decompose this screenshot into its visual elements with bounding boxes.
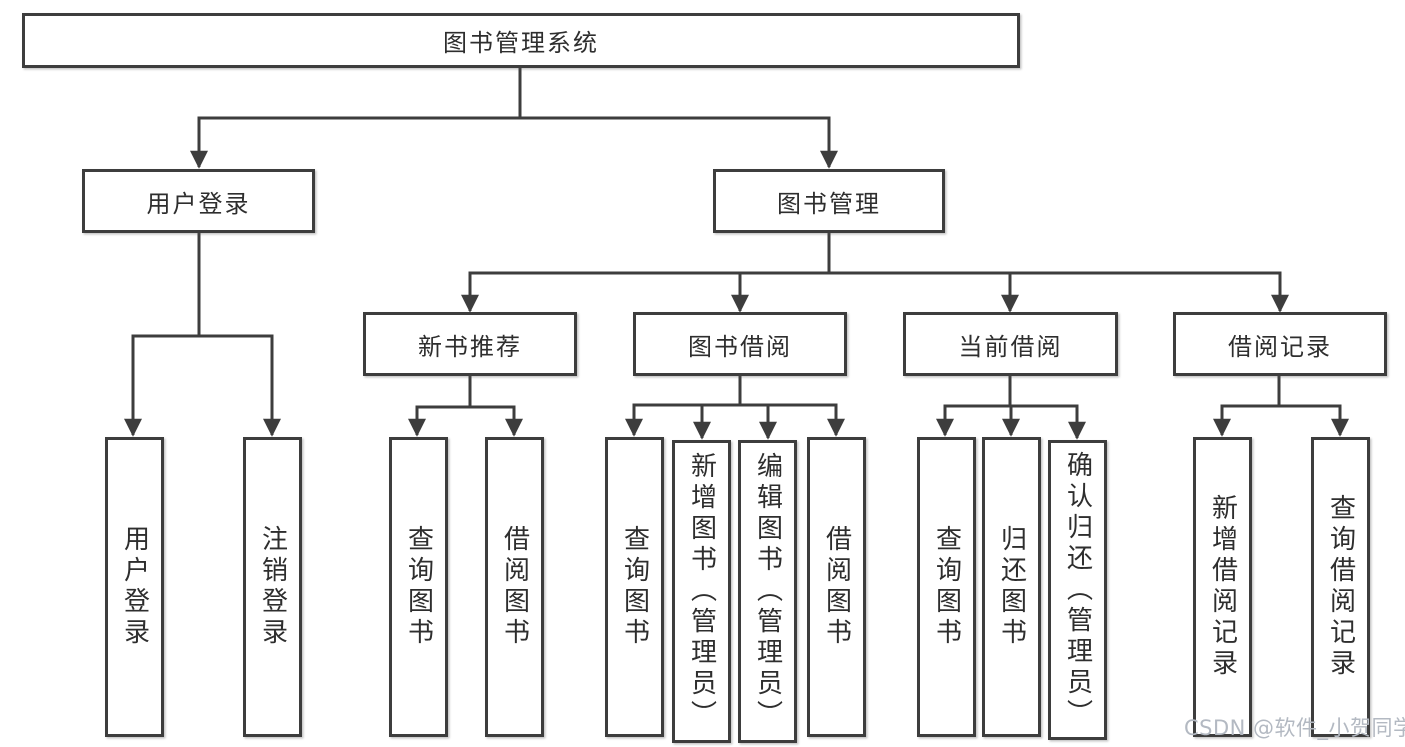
leaf-query-books-current: 查询图书: [917, 437, 976, 737]
leaf-user-login: 用户登录: [105, 437, 164, 737]
leaf-logout: 注销登录: [243, 437, 302, 737]
csdn-watermark: CSDN @软件_小贺同学: [1184, 716, 1405, 740]
leaf-borrow-books-recommend: 借阅图书: [485, 437, 544, 737]
leaf-add-borrow-record: 新增借阅记录: [1193, 437, 1252, 737]
node-borrowing-records: 借阅记录: [1173, 312, 1387, 376]
leaf-borrow-books-borrowing: 借阅图书: [807, 437, 866, 737]
leaf-confirm-return-admin: 确认归还（管理员）: [1048, 440, 1107, 740]
leaf-add-book-admin: 新增图书（管理员）: [672, 440, 731, 743]
node-user-login: 用户登录: [82, 169, 315, 233]
leaf-edit-book-admin: 编辑图书（管理员）: [738, 440, 797, 743]
leaf-return-book: 归还图书: [982, 437, 1041, 737]
node-book-management: 图书管理: [713, 169, 945, 233]
leaf-query-books-recommend: 查询图书: [389, 437, 448, 737]
node-library-management-system: 图书管理系统: [22, 13, 1020, 68]
leaf-query-borrow-record: 查询借阅记录: [1311, 437, 1370, 737]
leaf-query-books-borrowing: 查询图书: [605, 437, 664, 737]
node-book-borrowing: 图书借阅: [633, 312, 847, 376]
node-new-book-recommendation: 新书推荐: [363, 312, 577, 376]
node-current-borrowing: 当前借阅: [903, 312, 1118, 376]
